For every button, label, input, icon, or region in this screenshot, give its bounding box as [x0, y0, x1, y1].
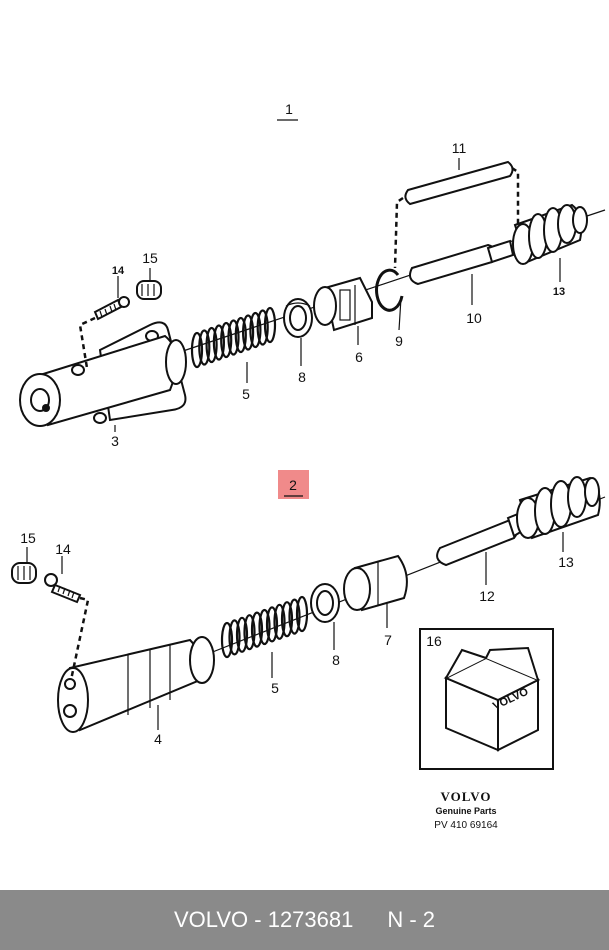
label-16: 16 [426, 633, 442, 649]
part-13-rubber-boot-2 [516, 476, 601, 540]
footer-separator: - [254, 907, 262, 932]
footer-part-number: 1273681 [267, 907, 354, 932]
spring-coil [205, 326, 218, 364]
footer-part-ref: VOLVO - 1273681 [174, 907, 353, 933]
label-12: 12 [479, 588, 495, 604]
group-1-title: 1 [285, 101, 293, 117]
spring-coil [265, 606, 279, 643]
part-4-slave-cylinder [57, 636, 215, 733]
footer-bar: VOLVO - 1273681 N - 2 [0, 890, 609, 950]
spring-coil [228, 619, 241, 656]
label-14: 14 [112, 265, 125, 277]
part-9-circlip [375, 268, 404, 312]
label-8: 8 [298, 369, 306, 385]
group-2-highlight [278, 470, 309, 499]
spring-coil [235, 616, 249, 653]
part-7-piston [343, 554, 408, 612]
spring-coil [234, 316, 247, 354]
exploded-parts-diagram: 1 [11, 101, 606, 831]
group-1: 1 [19, 101, 606, 449]
label-15: 15 [142, 250, 158, 266]
spring-coil [288, 598, 301, 635]
part-14-bleeder-screw [93, 296, 130, 321]
part-6-piston [313, 276, 373, 332]
part-13-rubber-boot [512, 203, 588, 265]
part-5-spring-2 [220, 595, 309, 659]
label-7: 7 [384, 632, 392, 648]
brand-code: PV 410 69164 [434, 820, 498, 831]
label-13: 13 [553, 286, 565, 298]
spring-coil [250, 611, 264, 648]
label-13b: 13 [558, 554, 574, 570]
footer-brand: VOLVO [173, 907, 249, 932]
label-9: 9 [395, 333, 403, 349]
label-15b: 15 [20, 530, 36, 546]
label-5b: 5 [271, 680, 279, 696]
spring-coil [280, 601, 294, 638]
label-6: 6 [355, 349, 363, 365]
part-8-seal-2 [310, 583, 340, 623]
part-10-pushrod [409, 239, 515, 286]
part-3-clutch-cylinder [19, 321, 187, 427]
footer-page: N - 2 [387, 907, 436, 932]
label-4: 4 [154, 731, 162, 747]
spring-coil [198, 329, 211, 366]
part-5-spring [190, 306, 277, 369]
spring-coil [273, 603, 286, 640]
label-5: 5 [242, 386, 250, 402]
brand-subtitle: Genuine Parts [435, 806, 496, 816]
part-14-bleeder-screw-2 [44, 573, 82, 604]
spring-coil [227, 319, 240, 356]
part-11-rod [404, 160, 514, 206]
spring-coil [190, 331, 204, 369]
label-3: 3 [111, 433, 119, 449]
spring-coil [220, 621, 234, 659]
spring-coil [220, 321, 233, 359]
label-14b: 14 [55, 541, 71, 557]
brand-name: VOLVO [441, 789, 492, 804]
part-15-dust-cap-2 [11, 562, 37, 584]
part-8-seal [283, 298, 313, 338]
spring-coil [263, 306, 277, 344]
group-2: 2 [11, 470, 606, 747]
group-2-title: 2 [289, 477, 297, 493]
part-15-dust-cap [136, 280, 162, 300]
spring-coil [295, 595, 309, 633]
label-11: 11 [452, 140, 467, 156]
spring-coil [243, 614, 256, 651]
label-8b: 8 [332, 652, 340, 668]
spring-coil [249, 311, 262, 349]
spring-coil [242, 314, 255, 351]
spring-coil [258, 608, 271, 646]
spring-coil [212, 324, 225, 361]
spring-coil [256, 309, 269, 346]
label-10: 10 [466, 310, 482, 326]
part-16-repair-kit-box: 16 VOLVO [419, 628, 554, 770]
